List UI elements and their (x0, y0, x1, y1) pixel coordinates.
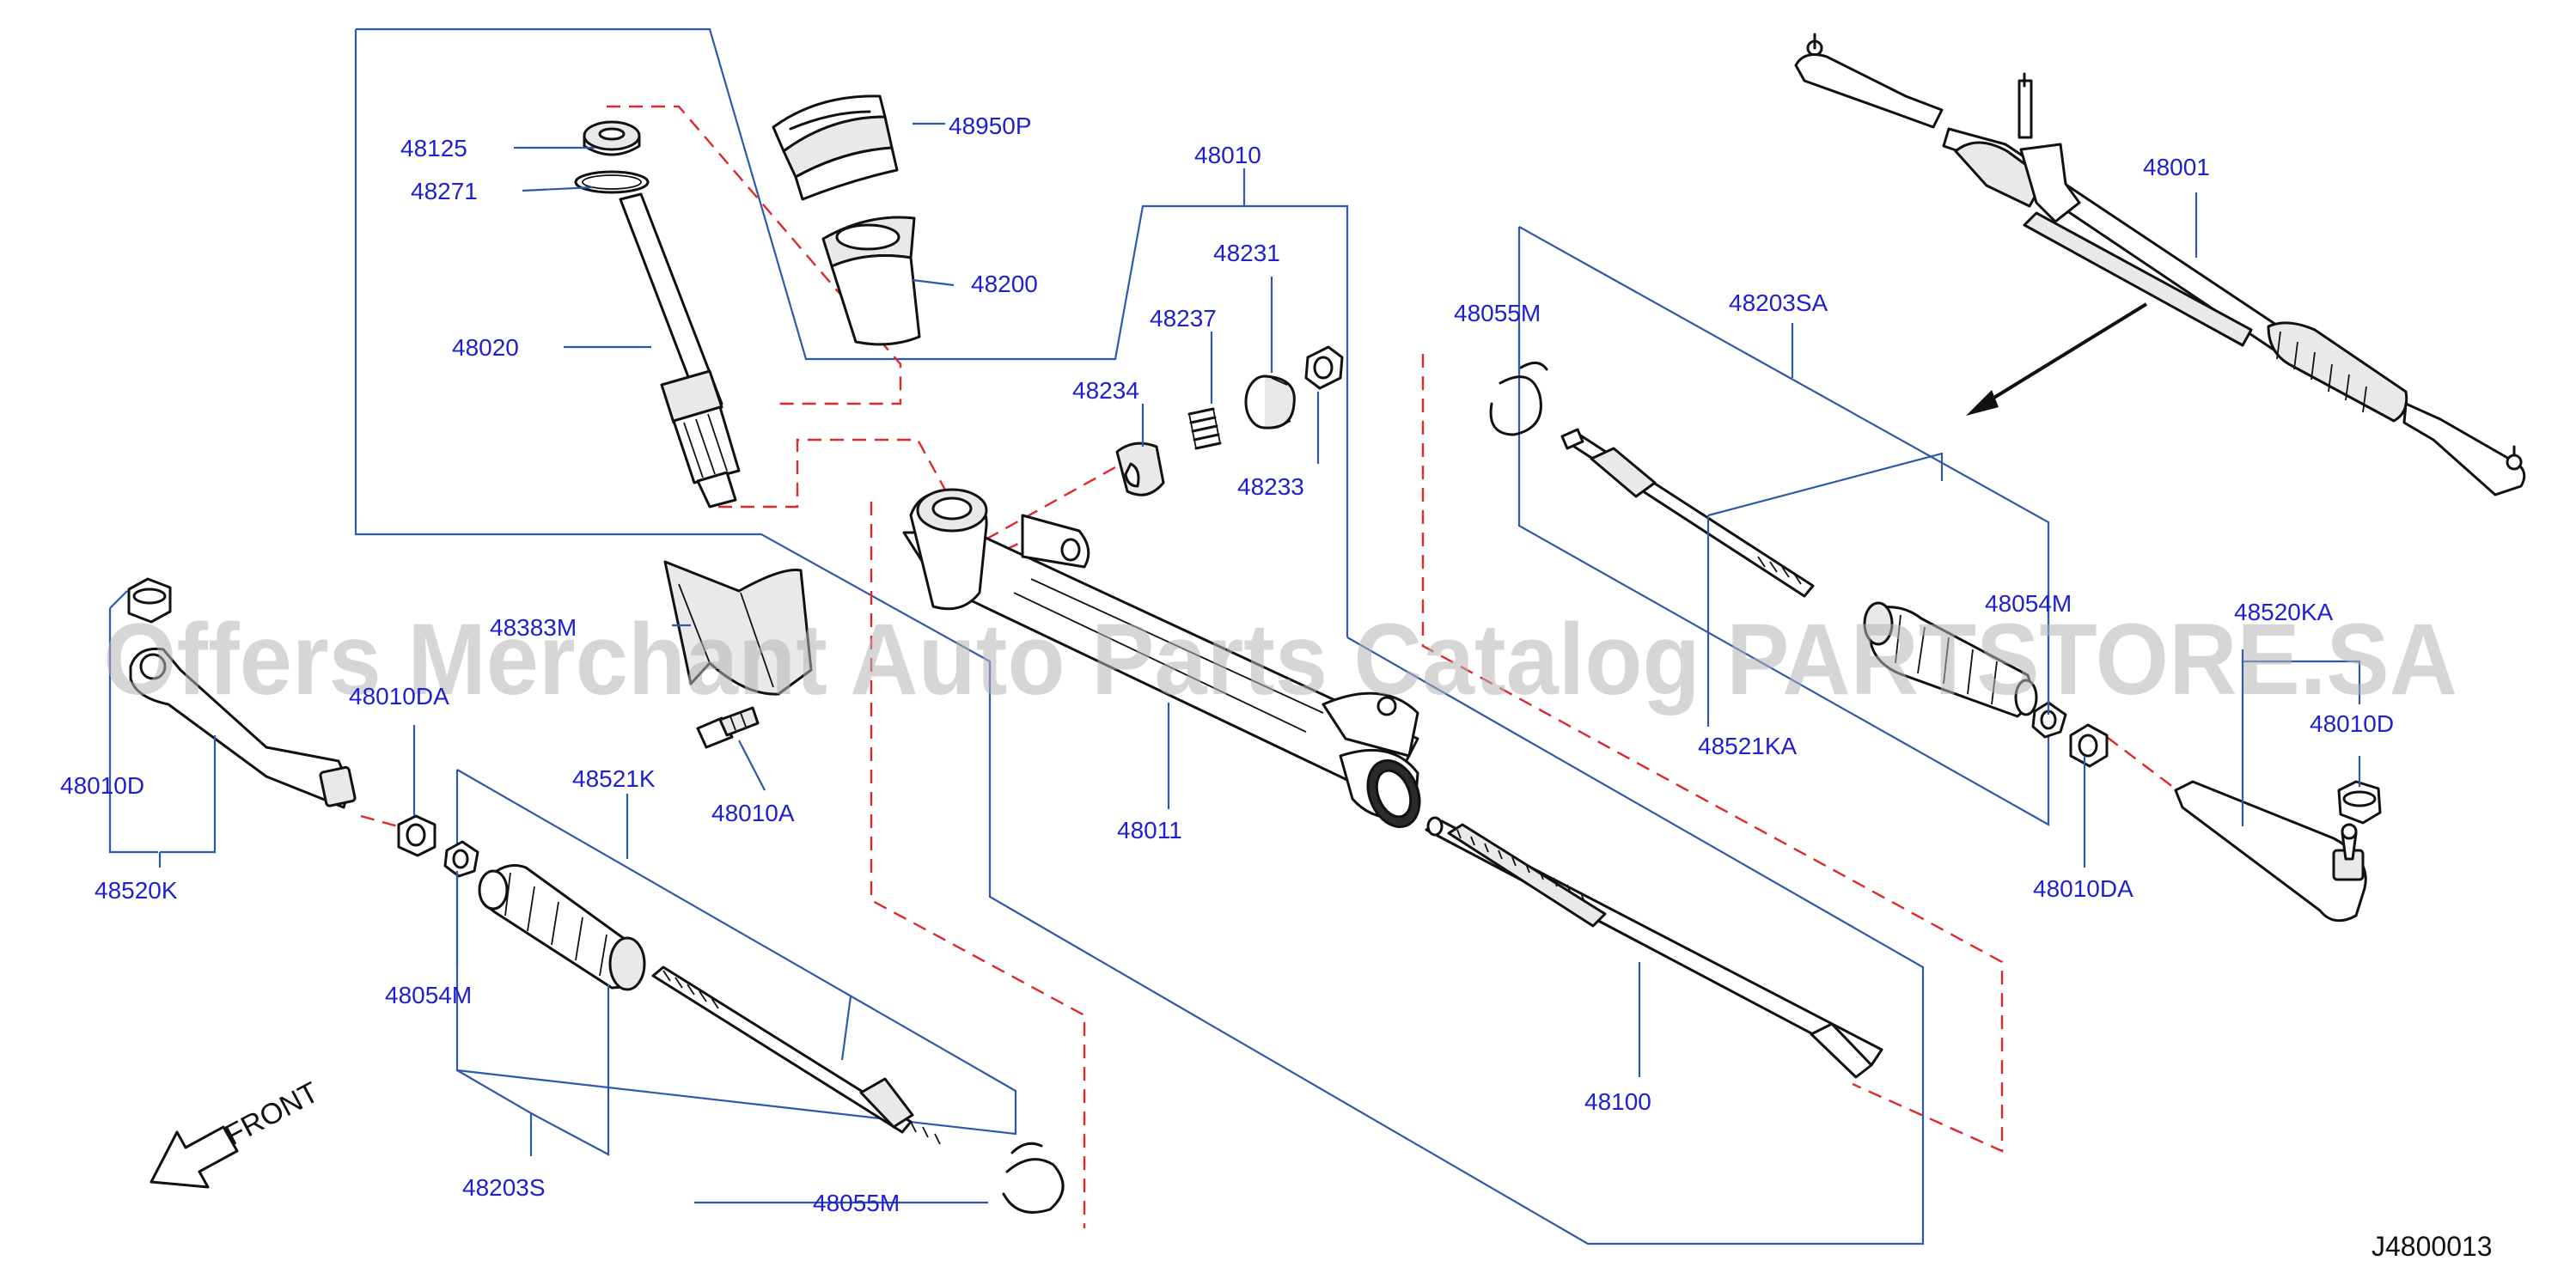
leader-lines (108, 122, 2361, 1204)
part-label-48231: 48231 (1213, 240, 1280, 266)
part-label-48200: 48200 (971, 271, 1038, 297)
part-label-48010D-left: 48010D (60, 772, 144, 799)
part-label-48054M-right: 48054M (1985, 590, 2072, 617)
part-label-48383M: 48383M (490, 614, 577, 641)
part-label-48203SA: 48203SA (1729, 289, 1828, 316)
part-label-48010DA-left: 48010DA (349, 683, 449, 710)
part-label-48233: 48233 (1237, 473, 1304, 500)
part-label-48100: 48100 (1584, 1088, 1651, 1115)
insulator-48383M (663, 560, 813, 696)
part-label-48521KA: 48521KA (1698, 733, 1798, 759)
bolt-48010A (696, 706, 760, 749)
rack-48100 (1425, 816, 1883, 1079)
part-label-48520KA: 48520KA (2234, 599, 2334, 625)
part-label-48010D-right: 48010D (2310, 710, 2394, 737)
jam-nut-48010DA-right (2069, 723, 2109, 768)
snap-ring-48271 (574, 170, 650, 194)
dust-seal-48950P (772, 94, 899, 201)
pinion-group-outline (356, 27, 1349, 637)
boot-48203SA (1863, 601, 2038, 718)
adjusting-plug-48231 (1244, 375, 1296, 429)
part-labels: 48125 48271 48020 48950P 48200 48010 482… (60, 113, 2394, 1216)
part-label-48010A: 48010A (711, 800, 795, 826)
part-label-48010: 48010 (1194, 142, 1261, 168)
tie-rod-end-48520KA (2174, 780, 2367, 923)
pinion-shaft-48020 (619, 192, 741, 509)
guide-right-rack (1421, 354, 2004, 1153)
part-label-48237: 48237 (1150, 305, 1217, 332)
jam-nut-48010DA-left (397, 814, 436, 857)
part-label-48020: 48020 (452, 334, 519, 361)
retainer-48234 (1115, 442, 1165, 496)
part-label-48271: 48271 (411, 178, 478, 204)
part-label-48055M-lower: 48055M (813, 1190, 900, 1216)
part-label-48054M-left: 48054M (385, 982, 472, 1008)
arrow-icon (1966, 302, 2148, 416)
part-label-48010DA-right: 48010DA (2033, 875, 2133, 902)
clamp-48055M-lower (1002, 1142, 1065, 1214)
part-label-48521K: 48521K (572, 765, 656, 792)
front-arrow-icon (150, 1125, 239, 1189)
group-outlines (354, 27, 2050, 1246)
boot-set-left-outline (455, 769, 1017, 1136)
part-label-48234: 48234 (1072, 377, 1139, 404)
spring-48237 (1187, 407, 1222, 450)
guide-left-tie-rod (360, 814, 405, 830)
housing-group-outline (354, 29, 1925, 1246)
inner-tie-rod-left (651, 965, 941, 1145)
lock-nut-48233 (1304, 345, 1344, 390)
watermark: Offers Merchant Auto Parts Catalog PARTS… (103, 603, 2457, 716)
boot-48521K (478, 864, 646, 991)
part-label-48055M-upper: 48055M (1454, 300, 1541, 326)
guide-pinion-collar (979, 466, 1116, 545)
part-label-48520K: 48520K (95, 877, 178, 904)
guide-right-tie-rod (2106, 736, 2178, 791)
washer-48125 (583, 120, 641, 156)
part-label-48011: 48011 (1117, 817, 1182, 844)
inner-socket-48521KA (1560, 428, 1815, 598)
gear-housing-48011 (902, 488, 1421, 829)
part-label-48203S: 48203S (462, 1174, 546, 1201)
guide-pinion-top (607, 105, 902, 405)
diagram-reference: J4800013 (2372, 1231, 2493, 1262)
part-label-48001: 48001 (2143, 154, 2210, 180)
part-label-48950P: 48950P (949, 113, 1032, 139)
front-label: FRONT (220, 1076, 324, 1153)
nut-48010D-left (127, 577, 172, 624)
boot-set-right-outline (1517, 226, 2050, 826)
nut-48010D-right (2337, 780, 2382, 825)
clamp-48055M-upper (1489, 362, 1548, 436)
gear-assembly-48001 (1794, 33, 2526, 496)
tie-rod-end-48520K (129, 647, 357, 809)
grommet-48200 (821, 216, 921, 346)
guide-pinion-bottom (718, 438, 957, 509)
boot-clip-48054M-left (443, 840, 479, 878)
guide-housing-left (870, 502, 1086, 1228)
part-label-48125: 48125 (400, 135, 467, 161)
